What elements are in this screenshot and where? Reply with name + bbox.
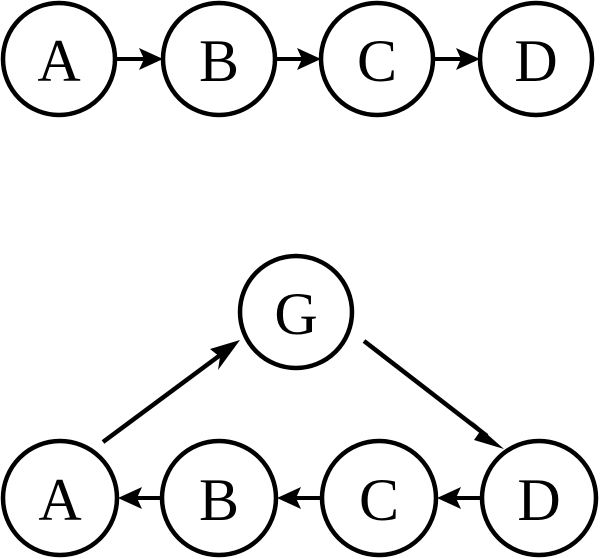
node-bottom-d[interactable]: D bbox=[479, 438, 599, 558]
node-top-a-circle[interactable] bbox=[0, 0, 118, 118]
node-bottom-c[interactable]: C bbox=[319, 438, 439, 558]
bottom-edge-d-to-c-arrowhead-icon bbox=[437, 487, 461, 509]
top-edge-c-to-d bbox=[435, 48, 480, 70]
top-edge-a-to-b bbox=[117, 48, 163, 70]
node-top-d-label: D bbox=[514, 28, 557, 94]
bottom-panel-cycle-graph: G A B C D bbox=[0, 253, 599, 558]
bottom-edge-g-to-d bbox=[362, 339, 504, 449]
bottom-edge-a-to-g bbox=[101, 340, 240, 444]
node-top-b-label: B bbox=[199, 28, 239, 94]
node-bottom-d-label: D bbox=[517, 467, 560, 533]
node-bottom-d-circle[interactable] bbox=[479, 438, 599, 558]
node-bottom-a-label: A bbox=[38, 467, 81, 533]
node-bottom-g[interactable]: G bbox=[237, 253, 355, 371]
bottom-edge-b-to-a-arrowhead-icon bbox=[118, 487, 142, 509]
node-top-c-circle[interactable] bbox=[318, 0, 436, 118]
node-top-d-circle[interactable] bbox=[477, 0, 595, 118]
node-bottom-g-label: G bbox=[274, 281, 317, 347]
node-bottom-b-label: B bbox=[199, 467, 239, 533]
bottom-edge-g-to-d-line bbox=[362, 339, 489, 438]
top-panel-linear-chain: A B C D bbox=[0, 0, 595, 118]
bottom-edge-c-to-b-arrowhead-icon bbox=[277, 487, 301, 509]
node-bottom-b[interactable]: B bbox=[159, 438, 279, 558]
node-top-b-circle[interactable] bbox=[160, 0, 278, 118]
top-edge-c-to-d-arrowhead-icon bbox=[456, 48, 480, 70]
top-edge-b-to-c bbox=[277, 48, 321, 70]
bottom-edge-b-to-a bbox=[118, 487, 161, 509]
bottom-edge-a-to-g-arrowhead-icon bbox=[210, 340, 240, 370]
top-edge-b-to-c-arrowhead-icon bbox=[297, 48, 321, 70]
node-bottom-a[interactable]: A bbox=[0, 438, 120, 558]
node-top-a[interactable]: A bbox=[0, 0, 118, 118]
bottom-edge-a-to-g-line bbox=[101, 351, 225, 444]
bottom-edge-d-to-c bbox=[437, 487, 481, 509]
node-top-b[interactable]: B bbox=[160, 0, 278, 118]
bottom-edge-g-to-d-arrowhead-icon bbox=[471, 420, 504, 449]
node-bottom-c-circle[interactable] bbox=[319, 438, 439, 558]
node-top-c-label: C bbox=[357, 28, 397, 94]
node-bottom-a-circle[interactable] bbox=[0, 438, 120, 558]
node-bottom-g-circle[interactable] bbox=[237, 253, 355, 371]
node-top-d[interactable]: D bbox=[477, 0, 595, 118]
node-bottom-b-circle[interactable] bbox=[159, 438, 279, 558]
node-top-c[interactable]: C bbox=[318, 0, 436, 118]
bottom-edge-c-to-b bbox=[277, 487, 321, 509]
node-bottom-c-label: C bbox=[359, 467, 399, 533]
node-top-a-label: A bbox=[37, 28, 80, 94]
top-edge-a-to-b-arrowhead-icon bbox=[139, 48, 163, 70]
